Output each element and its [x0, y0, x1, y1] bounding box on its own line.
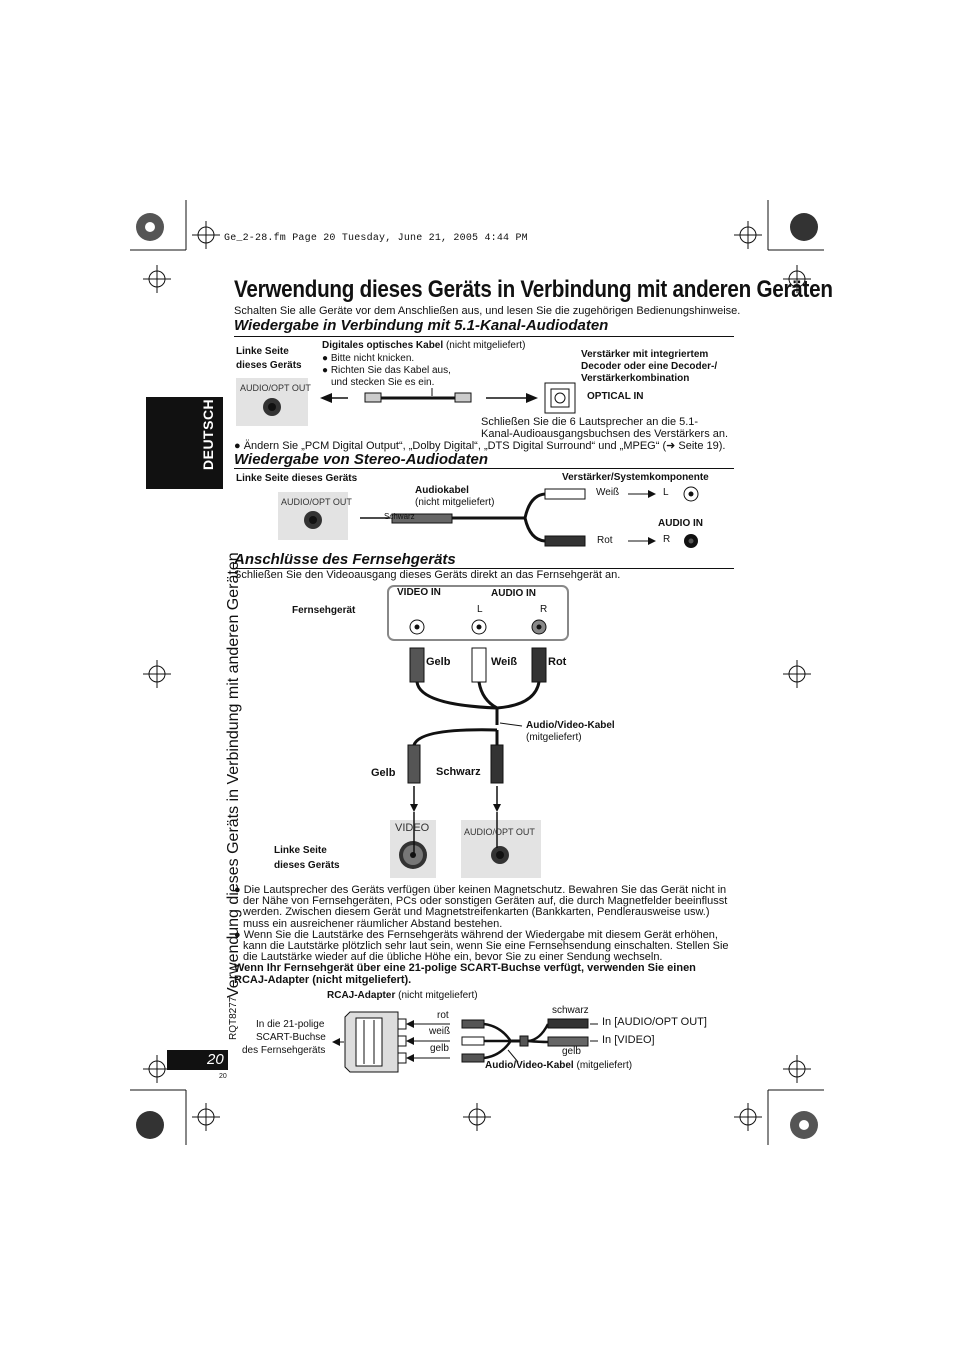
- white-label: Weiß: [596, 487, 620, 498]
- system-component-label: Verstärker/Systemkomponente: [562, 472, 709, 483]
- black-label: schwarz: [552, 1005, 589, 1016]
- scart-socket-label: In die 21-polige SCART-Buchse des Fernse…: [242, 1018, 326, 1057]
- yellow-label: Gelb: [426, 656, 451, 668]
- audio-jack-label: AUDIO/OPT OUT: [464, 827, 535, 837]
- divider: [234, 336, 734, 337]
- left-side-label: Linke Seite: [274, 845, 327, 856]
- bullet-align-2: und stecken Sie es ein.: [331, 377, 435, 388]
- red-label: Rot: [597, 535, 613, 546]
- optical-in-label: OPTICAL IN: [587, 391, 644, 402]
- av-cable-note: (mitgeliefert): [526, 732, 582, 743]
- audio-cable-title: Audiokabel: [415, 485, 469, 496]
- note-magnet-4: muss ein ausreichener räumlicher Abstand…: [243, 917, 503, 930]
- section-heading-5-1: Wiedergabe in Verbindung mit 5.1-Kanal-A…: [234, 317, 609, 334]
- settings-note: Ändern Sie „PCM Digital Output“, „Dolby …: [243, 440, 726, 452]
- scart-note-2: RCAJ-Adapter (nicht mitgeliefert).: [234, 973, 412, 986]
- video-jack-label: VIDEO: [395, 822, 430, 834]
- language-tab-label: DEUTSCH: [200, 398, 216, 470]
- page-title: Verwendung dieses Geräts in Verbindung m…: [234, 276, 833, 303]
- note-volume-2: kann die Lautstärke plötzlich sehr laut …: [243, 940, 729, 953]
- schwarz-label: Schwarz: [384, 512, 415, 521]
- tv-intro: Schließen Sie den Videoausgang dieses Ge…: [234, 569, 621, 581]
- adapter-label: RCAJ-Adapter: [327, 990, 396, 1001]
- page-number: 20: [207, 1051, 224, 1068]
- scart-socket-2: SCART-Buchse: [256, 1032, 326, 1043]
- black-plug-label: Schwarz: [436, 766, 481, 778]
- scart-adapter-diagram: [332, 1011, 598, 1073]
- amp-line-2: Decoder oder eine Decoder-/: [581, 361, 718, 372]
- intro-text: Schalten Sie alle Geräte vor dem Anschli…: [234, 305, 741, 317]
- left-side-label: Linke Seite dieses Geräts: [236, 473, 358, 484]
- section-heading-stereo: Wiedergabe von Stereo-Audiodaten: [234, 451, 489, 468]
- yellow-plug-label: gelb: [562, 1046, 581, 1057]
- amp-line-3: Verstärkerkombination: [581, 373, 690, 384]
- jack-label: AUDIO/OPT OUT: [281, 497, 352, 507]
- section-heading-tv: Anschlüsse des Fernsehgeräts: [234, 551, 456, 568]
- left-side-label-2: dieses Geräts: [274, 860, 340, 871]
- left-channel-label: L: [663, 487, 669, 498]
- bullet-align: Richten Sie das Kabel aus,: [330, 365, 451, 376]
- right-channel-label: R: [663, 534, 671, 545]
- white-label: Weiß: [491, 656, 518, 668]
- audio-cable-note: (nicht mitgeliefert): [415, 497, 495, 508]
- amp-line-1: Verstärker mit integriertem: [581, 349, 709, 360]
- note-magnet-1: Die Lautsprecher des Geräts verfügen übe…: [243, 884, 727, 896]
- av-cable-note: (mitgeliefert): [576, 1060, 633, 1071]
- left-side-label-2: dieses Geräts: [236, 360, 302, 371]
- audio-target-label: In [AUDIO/OPT OUT]: [602, 1016, 707, 1028]
- bullet-no-bend: Bitte nicht knicken.: [330, 353, 415, 364]
- yellow-plug-label: Gelb: [371, 767, 396, 779]
- note-volume-1: Wenn Sie die Lautstärke des Fernsehgerät…: [243, 928, 718, 941]
- video-target-label: In [VIDEO]: [602, 1034, 655, 1046]
- language-tab: [146, 397, 223, 489]
- red-label: Rot: [548, 656, 567, 668]
- sunburst-marks: [136, 213, 818, 1139]
- speaker-note-2: Kanal-Audioausgangsbuchsen des Verstärke…: [481, 428, 729, 440]
- file-header: Ge_2-28.fm Page 20 Tuesday, June 21, 200…: [224, 233, 528, 244]
- left-channel-label: L: [477, 604, 483, 615]
- note-magnet-2: der Nähe von Fernsehgeräten, PCs oder so…: [243, 895, 728, 908]
- video-in-label: VIDEO IN: [397, 587, 441, 598]
- stereo-cable-diagram: [278, 486, 699, 548]
- doc-code: RQT8277: [228, 996, 239, 1040]
- jack-label: AUDIO/OPT OUT: [240, 383, 311, 393]
- optical-cable-diagram: [236, 378, 576, 426]
- audio-in-label: AUDIO IN: [658, 518, 703, 529]
- crosshair-marks: [143, 221, 811, 1131]
- right-channel-label: R: [540, 604, 548, 615]
- notes-block: ● Die Lautsprecher des Geräts verfügen ü…: [234, 884, 734, 986]
- left-side-label: Linke Seite: [236, 346, 289, 357]
- page-number-box: [167, 1050, 228, 1070]
- page-number-small: 20: [219, 1073, 227, 1080]
- red-label: rot: [437, 1010, 449, 1021]
- note-magnet-3: werden. Zwischen diesem Gerät und Magnet…: [243, 906, 710, 919]
- cable-title: Digitales optisches Kabel: [322, 340, 444, 351]
- speaker-note: Schließen Sie die 6 Lautsprecher an die …: [481, 416, 728, 440]
- scart-socket-1: In die 21-polige: [256, 1019, 325, 1030]
- tv-connection-diagram: [387, 585, 569, 878]
- divider: [234, 468, 734, 469]
- tv-label: Fernsehgerät: [292, 605, 356, 616]
- adapter-note: (nicht mitgeliefert): [398, 990, 478, 1001]
- cable-note: (nicht mitgeliefert): [445, 340, 526, 351]
- av-cable-label: Audio/Video-Kabel: [526, 720, 615, 731]
- divider: [234, 568, 734, 569]
- audio-in-label: AUDIO IN: [491, 588, 536, 599]
- scart-socket-3: des Fernsehgeräts: [242, 1045, 326, 1056]
- white-label: weiß: [429, 1026, 451, 1037]
- scart-note-1: Wenn Ihr Fernsehgerät über eine 21-polig…: [234, 962, 696, 975]
- amplifier-label: Verstärker mit integriertem Decoder oder…: [581, 349, 717, 385]
- speaker-note-1: Schließen Sie die 6 Lautsprecher an die …: [481, 416, 699, 428]
- yellow-label: gelb: [430, 1043, 449, 1054]
- av-cable-label: Audio/Video-Kabel: [485, 1060, 574, 1071]
- note-volume-3: die Lautstärke wieder auf die übliche Hö…: [243, 951, 663, 964]
